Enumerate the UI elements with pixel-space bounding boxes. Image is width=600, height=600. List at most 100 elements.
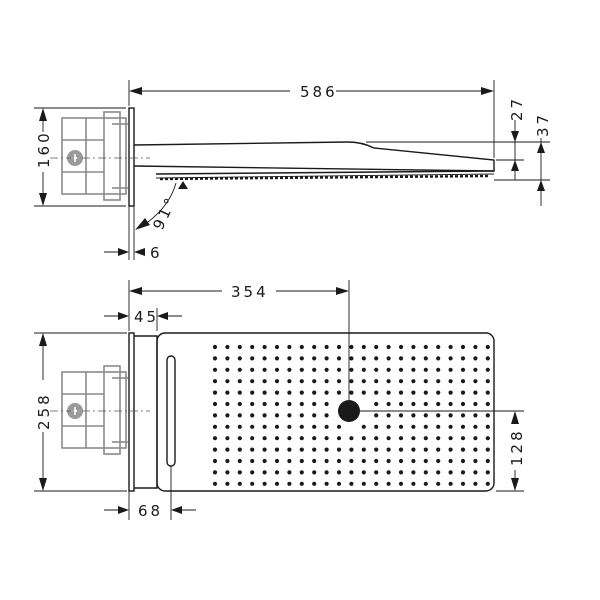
dim-37-label: 37 <box>534 112 552 137</box>
nozzle-dot <box>361 470 366 475</box>
nozzle-dot <box>411 401 416 407</box>
nozzle-dot <box>349 470 354 475</box>
nozzle-dot <box>423 470 428 475</box>
nozzle-dot <box>212 367 218 372</box>
nozzle-dot <box>312 481 317 486</box>
nozzle-dot <box>386 401 391 407</box>
nozzle-dot <box>473 436 478 441</box>
nozzle-dot <box>386 458 391 464</box>
nozzle-dot <box>485 390 490 395</box>
nozzle-dot <box>225 367 230 372</box>
nozzle-dot <box>336 390 342 395</box>
nozzle-dot <box>287 356 292 361</box>
nozzle-dot <box>361 367 366 372</box>
nozzle-dot <box>386 436 391 441</box>
nozzle-dot <box>398 413 404 418</box>
nozzle-dot <box>312 367 317 372</box>
nozzle-dot <box>386 470 391 475</box>
nozzle-dot <box>436 344 441 350</box>
dim-586: 586 <box>128 80 495 158</box>
dim-160: 160 <box>34 107 126 207</box>
nozzle-dot <box>398 436 404 441</box>
nozzle-dot <box>312 470 317 475</box>
nozzle-dot <box>374 481 379 486</box>
nozzle-dot <box>423 401 428 407</box>
nozzle-dot <box>250 458 255 464</box>
nozzle-dot <box>448 424 453 429</box>
nozzle-dot <box>212 424 218 429</box>
nozzle-dot <box>398 447 404 452</box>
dim-586-label: 586 <box>300 83 338 101</box>
nozzle-dot <box>374 447 379 452</box>
side-shower-arm <box>133 141 495 172</box>
nozzle-dot <box>398 481 404 486</box>
nozzle-dot <box>361 379 366 384</box>
nozzle-dot <box>225 390 230 395</box>
nozzle-dot <box>485 413 490 418</box>
nozzle-dot <box>411 344 416 350</box>
nozzle-dot <box>374 470 379 475</box>
nozzle-dot <box>237 413 242 418</box>
nozzle-dot <box>398 401 404 407</box>
nozzle-dot <box>237 447 242 452</box>
nozzle-dot <box>411 481 416 486</box>
nozzle-dot <box>473 401 478 407</box>
nozzle-dot <box>237 481 242 486</box>
nozzle-dot <box>336 436 342 441</box>
nozzle-dot <box>299 401 304 407</box>
nozzle-dot <box>423 367 428 372</box>
nozzle-dot <box>312 401 317 407</box>
nozzle-dot <box>312 413 317 418</box>
nozzle-dot <box>287 379 292 384</box>
nozzle-dot <box>212 413 218 418</box>
nozzle-dot <box>448 436 453 441</box>
nozzle-dot <box>324 424 329 429</box>
nozzle-dot <box>274 470 280 475</box>
nozzle-dot <box>262 413 267 418</box>
nozzle-dot <box>312 447 317 452</box>
nozzle-dot <box>299 390 304 395</box>
nozzle-dot <box>423 436 428 441</box>
nozzle-dot <box>287 401 292 407</box>
nozzle-dot <box>473 458 478 464</box>
nozzle-dot <box>299 458 304 464</box>
nozzle-dot <box>448 458 453 464</box>
nozzle-dot <box>460 447 466 452</box>
top-shower-head <box>156 332 495 492</box>
nozzle-dot <box>349 379 354 384</box>
nozzle-dot <box>436 356 441 361</box>
nozzle-dot <box>299 356 304 361</box>
nozzle-dot <box>349 390 354 395</box>
nozzle-dot <box>374 436 379 441</box>
nozzle-dot <box>423 379 428 384</box>
nozzle-dot <box>448 356 453 361</box>
nozzle-dot <box>398 379 404 384</box>
nozzle-dot <box>460 390 466 395</box>
nozzle-dot <box>448 481 453 486</box>
nozzle-dot <box>349 481 354 486</box>
side-spray-face <box>159 174 491 181</box>
dim-258-label: 258 <box>35 392 53 430</box>
nozzle-dot <box>212 390 218 395</box>
nozzle-dot <box>349 344 354 350</box>
nozzle-dot <box>336 344 342 350</box>
nozzle-dot <box>237 470 242 475</box>
nozzle-dot <box>374 356 379 361</box>
nozzle-dot <box>324 481 329 486</box>
nozzle-dot <box>237 356 242 361</box>
nozzle-dot <box>473 379 478 384</box>
nozzle-dot <box>349 436 354 441</box>
top-mounting-box <box>61 365 128 455</box>
nozzle-dot <box>485 424 490 429</box>
nozzle-dot <box>336 481 342 486</box>
nozzle-dot <box>485 436 490 441</box>
nozzle-dot <box>250 470 255 475</box>
nozzle-dot <box>324 447 329 452</box>
nozzle-dot <box>274 447 280 452</box>
nozzle-dot <box>274 367 280 372</box>
dim-354: 354 <box>128 280 350 400</box>
nozzle-dot <box>473 413 478 418</box>
nozzle-dot <box>349 447 354 452</box>
nozzle-dot <box>336 356 342 361</box>
dim-258: 258 <box>34 332 127 492</box>
